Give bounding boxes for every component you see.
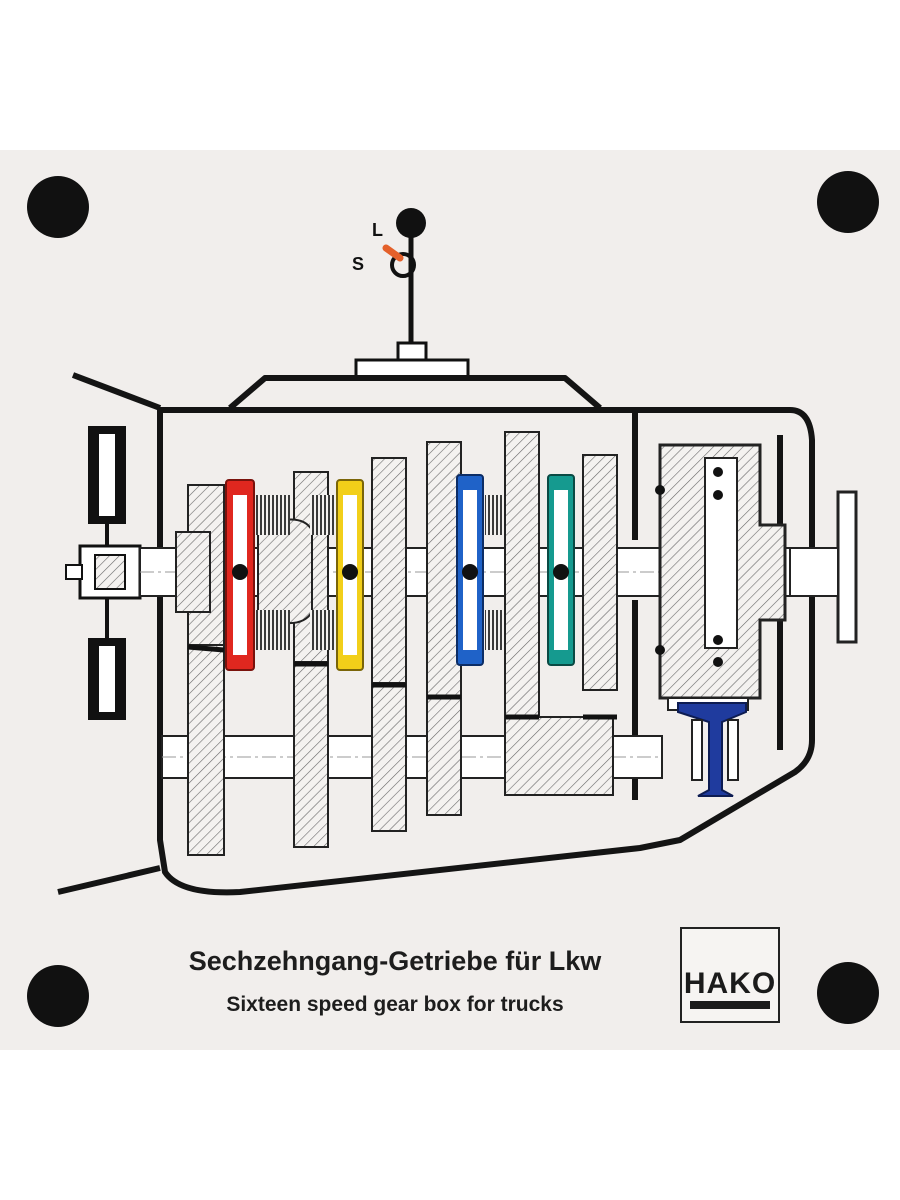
lever-label-L: L [372,220,383,240]
lever-label-S: S [352,254,364,274]
gearbox-diagram-board: L S [0,150,900,1050]
output-flange [789,490,858,644]
gear-5 [504,431,540,718]
lever-indicator [382,244,404,262]
synchro-blue [456,474,503,666]
synchro-teal [547,474,575,666]
gear-3 [371,457,407,684]
gear-4 [426,441,462,698]
mounting-hole-bottom-right [817,962,879,1024]
input-flange [65,426,142,720]
title-english: Sixteen speed gear box for trucks [226,993,564,1016]
gearbox-housing [57,372,815,896]
synchro-red [225,479,290,671]
synchro-yellow [310,479,364,671]
mounting-hole-bottom-left [27,965,89,1027]
range-shift-lever: L S [352,208,470,380]
gear-6 [582,454,618,691]
counter-shaft-gears [187,644,617,856]
lever-pivot [390,252,416,278]
range-group-planetary [655,443,787,711]
mounting-hole-top-right [817,171,879,233]
mounting-hole-top-left [27,176,89,238]
range-shift-fork [677,702,747,797]
hako-logo-text: HAKO [683,967,777,1000]
gearbox-diagram: L S [27,171,879,1027]
hako-logo-bar [690,1001,770,1009]
lever-knob [396,208,426,238]
hako-logo: HAKO [680,927,780,1023]
title-german: Sechzehngang-Getriebe für Lkw [188,946,602,976]
splitter-hub [257,518,313,624]
